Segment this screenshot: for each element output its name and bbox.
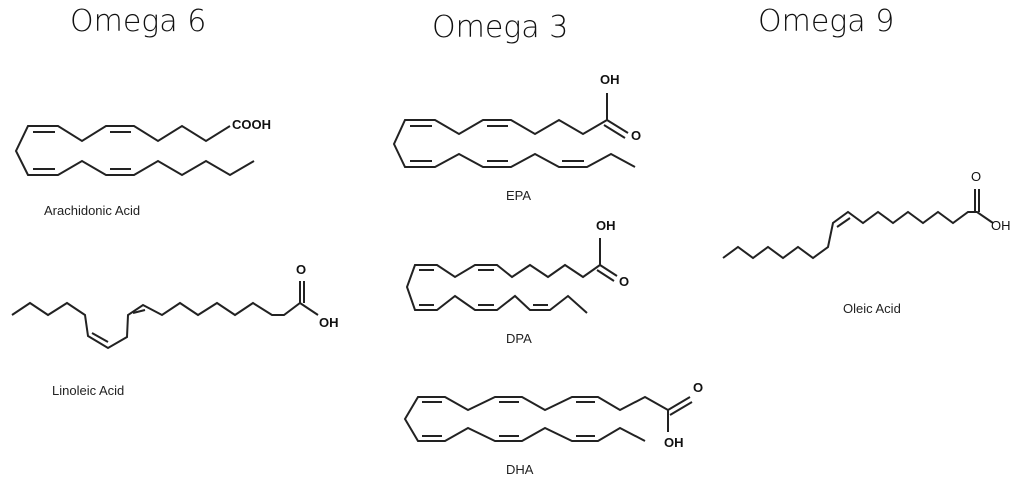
- omega-9-title: Omega 9: [758, 4, 895, 39]
- linoleic-o-label: O: [296, 262, 307, 277]
- dha-label: DHA: [506, 462, 534, 477]
- epa-o-label: O: [631, 128, 642, 143]
- oleic-oh-label: OH: [991, 218, 1011, 233]
- oleic-acid-structure: [722, 189, 994, 260]
- arachidonic-cooh-label: COOH: [232, 117, 271, 132]
- epa-structure: [392, 93, 636, 168]
- arachidonic-acid-label: Arachidonic Acid: [44, 203, 141, 218]
- dpa-o-label: O: [619, 274, 630, 289]
- dha-o-label: O: [693, 380, 704, 395]
- dha-structure: [403, 395, 693, 442]
- dpa-label: DPA: [506, 331, 532, 346]
- linoleic-acid-structure: [11, 281, 319, 350]
- oleic-acid-label: Oleic Acid: [843, 301, 901, 316]
- dpa-oh-label: OH: [596, 218, 616, 233]
- arachidonic-acid-structure: [14, 124, 255, 177]
- omega-6-title: Omega 6: [70, 4, 207, 39]
- dha-oh-label: OH: [664, 435, 684, 450]
- oleic-o-label: O: [971, 169, 982, 184]
- linoleic-oh-label: OH: [319, 315, 339, 330]
- omega-3-title: Omega 3: [432, 10, 569, 45]
- linoleic-acid-label: Linoleic Acid: [52, 383, 125, 398]
- epa-oh-label: OH: [600, 72, 620, 87]
- epa-label: EPA: [506, 188, 532, 203]
- dpa-structure: [405, 238, 618, 314]
